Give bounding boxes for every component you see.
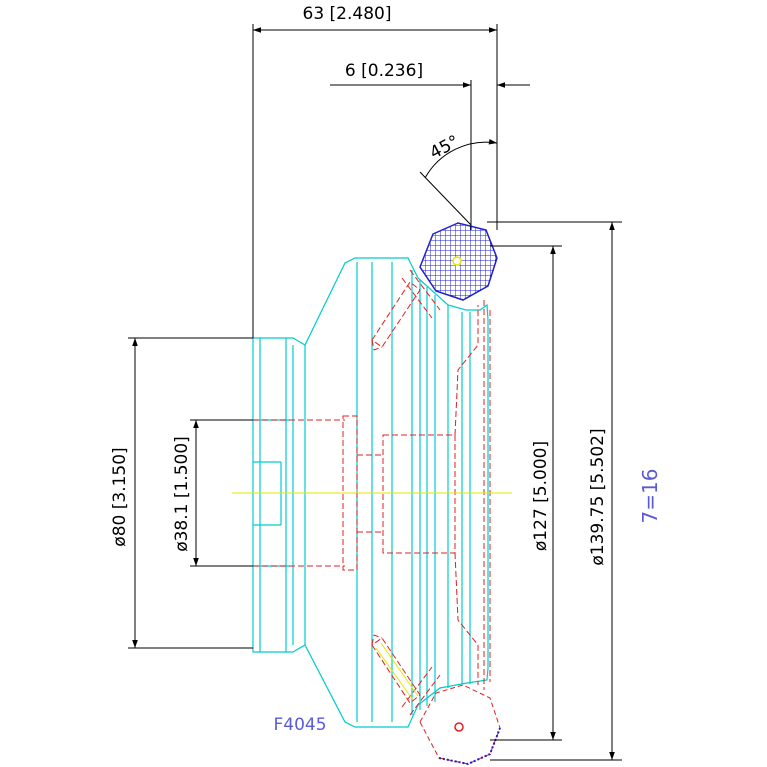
dim-bore-diameter: ø38.1 [1.500] [172,436,192,552]
hidden-lines [253,269,491,716]
oring-section-bottom [419,684,501,766]
oring-center-mark [452,256,462,266]
dim-chamfer-angle: 45° [427,132,463,164]
dim-groove-width: 6 [0.236] [345,61,423,81]
oring-section-top [419,222,498,301]
part-outline [252,257,489,728]
dim-seat-diameter: ø127 [5.000] [531,441,551,551]
dim-overall-length: 63 [2.480] [303,4,392,24]
dim-outer-diameter: ø139.75 [5.502] [588,428,608,565]
oring-center-mark-lower [454,722,464,732]
dim-hub-diameter: ø80 [3.150] [110,447,130,546]
bolt-highlight [375,642,419,701]
dimension-lines [128,24,622,761]
tooth-count-label: 7=16 [638,469,662,524]
part-number-label: F4045 [273,715,326,735]
